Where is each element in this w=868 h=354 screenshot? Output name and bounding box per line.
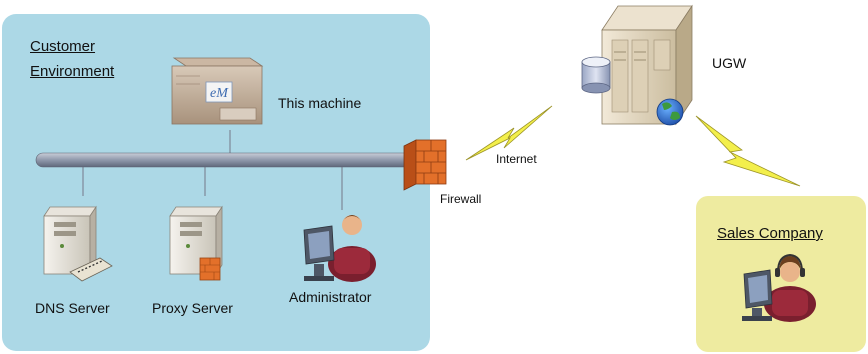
ugw-label: UGW [712, 55, 747, 71]
firewall-label: Firewall [440, 192, 482, 206]
svg-text:eM: eM [210, 86, 229, 101]
lightning-link-icon [695, 115, 801, 187]
lightning-link-icon [465, 105, 553, 161]
sales-company-title: Sales Company [717, 225, 823, 242]
headset-operator-icon [742, 253, 816, 322]
internet-label: Internet [496, 152, 537, 166]
administrator-person-icon [303, 215, 376, 282]
customer-environment-title-line1: Customer [30, 38, 96, 55]
proxy-server-label: Proxy Server [152, 300, 233, 316]
firewall-brick-icon [403, 139, 447, 191]
globe-icon [656, 98, 684, 126]
database-cylinder-icon [581, 56, 611, 94]
dns-server-icon [43, 205, 113, 282]
this-machine-label: This machine [278, 95, 362, 111]
customer-environment-title-line2: Environment [30, 63, 115, 80]
dns-server-label: DNS Server [35, 300, 110, 316]
mfp-device-icon: eM [171, 57, 264, 125]
server-tower-icon [601, 4, 693, 126]
proxy-server-icon [169, 205, 223, 281]
administrator-label: Administrator [289, 289, 372, 305]
lan-bus [35, 152, 423, 168]
